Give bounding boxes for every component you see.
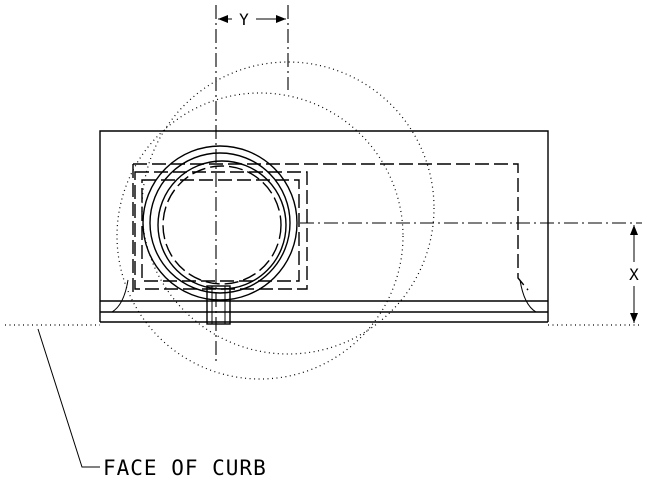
- dimension-x-label: X: [629, 265, 639, 284]
- dimension-y-label: Y: [239, 10, 249, 29]
- dotted-inner-circle: [116, 92, 404, 380]
- dotted-outer-circle: [141, 61, 435, 355]
- dimension-x: X: [629, 225, 639, 323]
- left-corner-curve: [111, 279, 129, 313]
- structure-outline: [99, 130, 549, 322]
- pipe-hidden-circle: [162, 165, 282, 285]
- face-of-curb-leader: [37, 328, 100, 468]
- pipe-slot: [206, 285, 231, 325]
- dimension-y: Y: [218, 10, 286, 29]
- pipe-mid-circle: [149, 152, 291, 294]
- pipe-outer-circle: [142, 145, 298, 301]
- hidden-box-right: [133, 163, 529, 291]
- pipe-inner-circle: [157, 160, 287, 290]
- right-corner-curve: [519, 279, 537, 313]
- face-of-curb-label: FACE OF CURB: [103, 456, 267, 480]
- inner-dashed-box: [141, 179, 300, 282]
